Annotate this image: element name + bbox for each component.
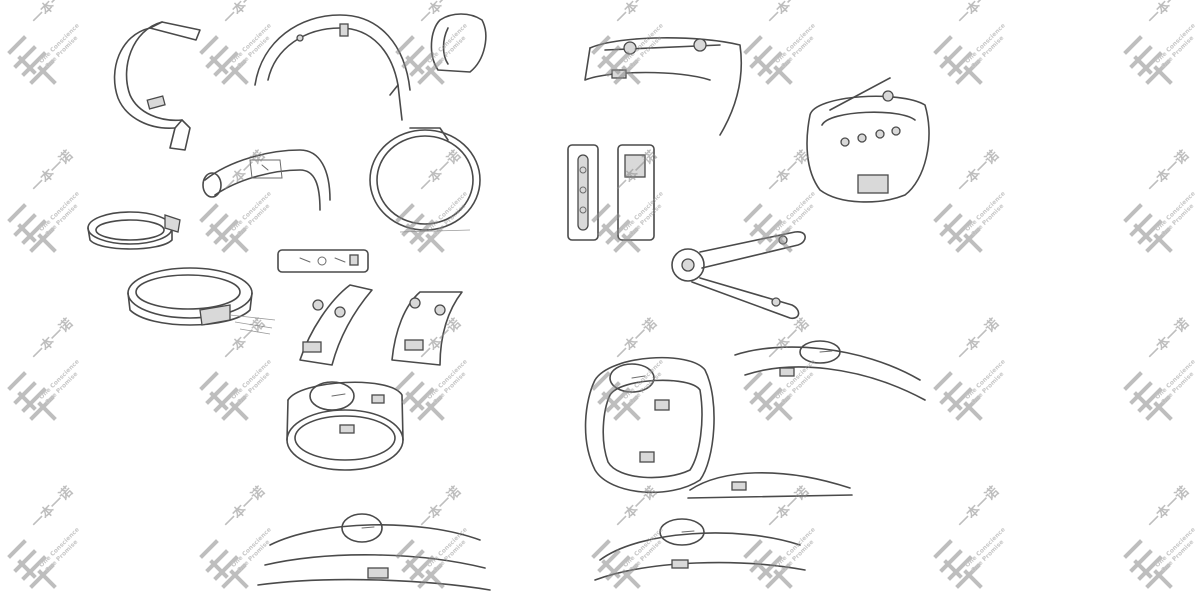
sketch-hinge-arms	[671, 231, 806, 320]
sketch-flat-band-right-top	[734, 340, 926, 401]
sketch-flat-band-left	[257, 513, 491, 591]
sketch-arc-band	[254, 14, 411, 121]
sketch-clip	[430, 13, 487, 73]
sketch-dial-band	[286, 381, 404, 471]
sketch-tube-band	[202, 149, 331, 211]
sketch-strap-closeups	[299, 284, 463, 366]
sketch-flat-band-right-bottom	[594, 518, 806, 581]
sketch-small-flat-band	[687, 472, 853, 499]
sketch-button-band	[806, 77, 930, 203]
sketch-vertical-plates	[567, 144, 655, 241]
sketch-display-bar	[277, 249, 369, 273]
sketch-big-watch	[584, 356, 715, 494]
sketch-round-bangle	[369, 127, 481, 233]
sketch-ring	[87, 211, 181, 250]
sketch-oval-band	[127, 267, 276, 335]
sketch-c-cuff	[113, 21, 201, 151]
sketch-pin-band	[584, 37, 743, 136]
